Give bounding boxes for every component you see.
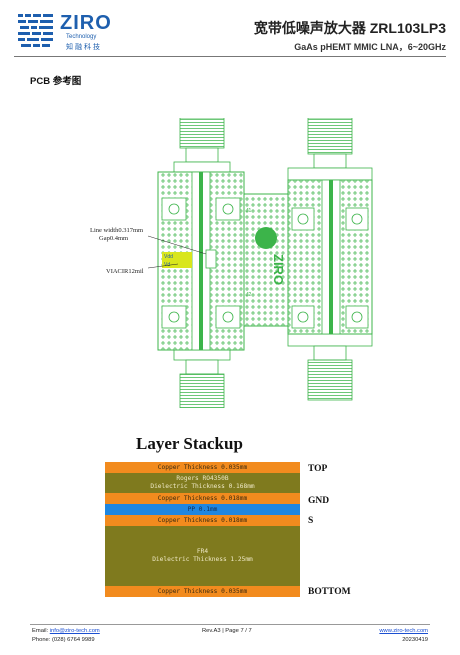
layer-rogers-thickness: Dielectric Thickness 0.168mm [150, 483, 255, 490]
pad-label-vd: Vd [164, 262, 170, 268]
layer-gnd-copper-label: Copper Thickness 0.018mm [157, 494, 248, 502]
stack-label-s: S [308, 516, 314, 526]
mmic-footprint [205, 249, 217, 269]
logo-tagline: Technology [66, 34, 97, 40]
phone-label: Phone: [32, 637, 51, 643]
layer-top-copper-label: Copper Thickness 0.035mm [157, 463, 248, 471]
header-divider [14, 56, 446, 57]
annotation-leaders [148, 235, 207, 269]
layer-signal-copper: Copper Thickness 0.018mm [105, 515, 300, 526]
ground-blob [255, 227, 277, 249]
footer-divider [30, 624, 430, 625]
pcb-brand-mark: ZIRO [271, 254, 286, 285]
sma-connector-right-bottom [287, 333, 373, 401]
annotation-via: VIACIR12mil [106, 268, 144, 275]
layer-prepreg-label: PP 0.1mm [187, 505, 218, 513]
section-heading: PCB 参考图 [30, 76, 82, 87]
footer-revision-page: Rev.A3 | Page 7 / 7 [202, 628, 252, 634]
bias-pad-area [162, 252, 192, 268]
footer-date: 20230419 [402, 637, 428, 643]
layer-gnd-copper: Copper Thickness 0.018mm [105, 493, 300, 504]
sma-connector-left-top [173, 118, 231, 173]
document-title: 宽带低噪声放大器 ZRL103LP3 [253, 20, 446, 36]
rf-trace-right [321, 179, 341, 335]
layer-fr4-material: FR4 [196, 548, 209, 556]
footer-email: Email: info@ziro-tech.com [32, 628, 100, 634]
pcb-board-middle [243, 193, 289, 327]
sma-connector-right-top [287, 118, 373, 181]
sma-connector-left-bottom [173, 349, 231, 408]
footer-phone: Phone: (028) 6764 9989 [32, 637, 95, 643]
stack-label-bottom: BOTTOM [308, 587, 351, 597]
layer-bottom-copper-label: Copper Thickness 0.035mm [157, 587, 248, 595]
website-link[interactable]: www.ziro-tech.com [379, 628, 428, 634]
annotation-line-width: Line width0.317mm [90, 227, 144, 234]
layer-prepreg: PP 0.1mm [105, 504, 300, 515]
mounting-pads [161, 197, 369, 329]
layer-signal-copper-label: Copper Thickness 0.018mm [157, 516, 248, 524]
ref-designator-j1: J1 [246, 208, 252, 214]
company-logo: ZIRO Technology 知融科技 [16, 10, 136, 56]
logo-chinese-name: 知融科技 [66, 44, 102, 51]
layer-bottom-copper: Copper Thickness 0.035mm [105, 586, 300, 597]
layer-fr4-thickness: Dielectric Thickness 1.25mm [152, 556, 253, 563]
stackup-title: Layer Stackup [136, 434, 243, 453]
layer-rogers-material: Rogers RO4350B [176, 475, 229, 483]
layer-fr4-dielectric: FR4 Dielectric Thickness 1.25mm [105, 526, 300, 586]
email-link[interactable]: info@ziro-tech.com [49, 628, 100, 634]
email-label: Email: [32, 628, 49, 634]
stack-label-gnd: GND [308, 496, 330, 506]
pcb-layout-figure: Vdd Vd ZIRO J1 J2 [148, 118, 373, 408]
document-subtitle: GaAs pHEMT MMIC LNA，6~20GHz [294, 42, 446, 52]
ref-designator-j2: J2 [246, 292, 252, 298]
logo-emblem-icon [18, 14, 53, 47]
logo-wordmark: ZIRO [60, 12, 112, 34]
layer-rogers-dielectric: Rogers RO4350B Dielectric Thickness 0.16… [105, 473, 300, 493]
layer-top-copper: Copper Thickness 0.035mm [105, 462, 300, 473]
annotation-gap: Gap0.4mm [99, 235, 129, 242]
pad-label-vdd: Vdd [164, 254, 173, 260]
phone-number: (028) 6764 9989 [52, 637, 95, 643]
stack-label-top: TOP [308, 464, 328, 474]
